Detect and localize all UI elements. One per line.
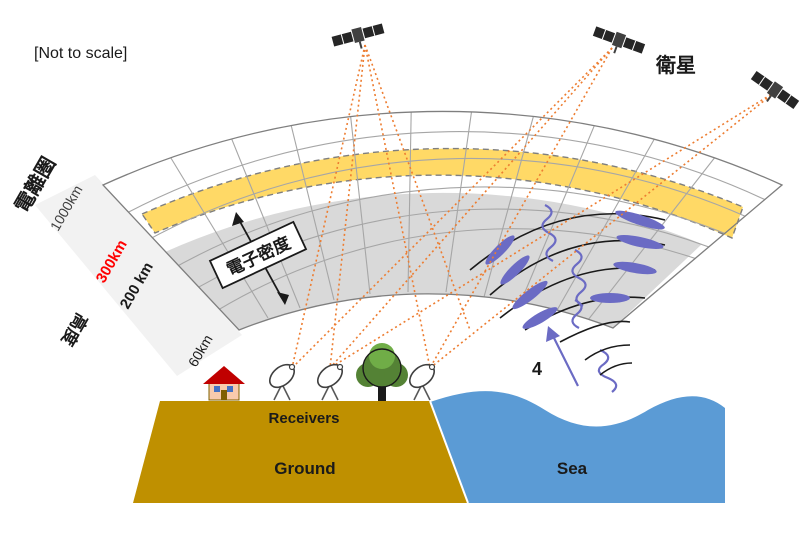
- not-to-scale-note: [Not to scale]: [34, 45, 127, 62]
- satellite-icon: [331, 23, 385, 49]
- altitude-label: 高度: [56, 310, 92, 351]
- ground-label: Ground: [274, 459, 335, 478]
- satellites-label: 衛星: [655, 53, 696, 77]
- satellite-icon: [592, 26, 646, 54]
- dish-antenna-icon: [409, 363, 436, 401]
- dish-antenna-icon: [269, 363, 296, 401]
- ionosphere-gray-layer: [165, 192, 702, 330]
- altitude-scale: [35, 175, 242, 376]
- sea: [430, 391, 725, 503]
- ground: [133, 401, 468, 503]
- dish-antenna-icon: [317, 363, 344, 401]
- ionosphere-fan: [101, 110, 784, 331]
- sea-label: Sea: [557, 459, 588, 478]
- yellow-band: [140, 147, 744, 239]
- receivers-label: Receivers: [269, 410, 340, 427]
- house-icon: [203, 366, 245, 401]
- tsunami-number: 4: [532, 359, 542, 379]
- signal-paths: [291, 44, 776, 369]
- satellite-icon: [750, 70, 800, 110]
- tree-icon: [356, 343, 408, 401]
